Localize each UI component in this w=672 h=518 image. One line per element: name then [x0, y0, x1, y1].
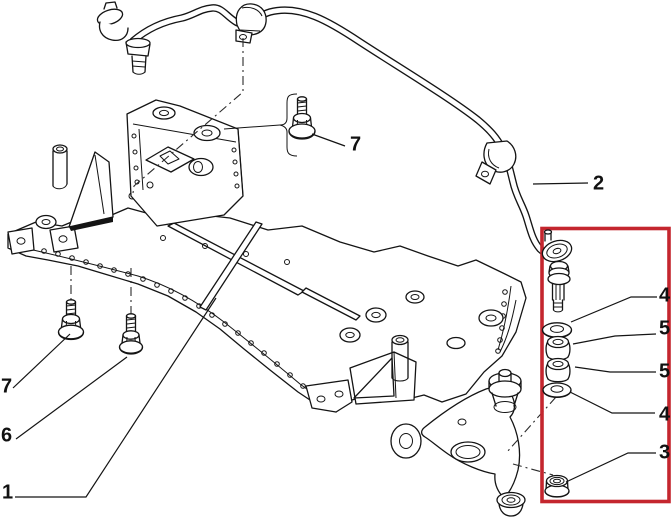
callout-label-bolt-clamp: 7: [350, 134, 361, 156]
arm-bushing-vertical: [488, 368, 522, 413]
stabilizer-clamp-left: [235, 3, 267, 44]
left-tabs: [7, 225, 79, 255]
callout-label-bolt-front: 6: [1, 425, 12, 447]
arm-bushing-front: [390, 423, 422, 459]
stabilizer-link-lower: [541, 229, 573, 313]
mount-post-right: [349, 334, 417, 405]
rib: [199, 221, 263, 311]
washer-upper: [541, 322, 573, 339]
crossmember-drawing: [7, 99, 527, 413]
rib: [301, 287, 361, 321]
callout-label-link-nut: 3: [659, 442, 670, 464]
bushing-upper: [545, 335, 571, 361]
grouping-brace: [223, 93, 298, 157]
callout-label-bushing-lower: 5: [659, 361, 670, 383]
control-arm-drawing: [390, 368, 526, 517]
foot-tab: [305, 379, 353, 413]
callout-label-washer-lower: 4: [659, 404, 671, 426]
callout-label-washer-upper: 4: [659, 285, 671, 307]
arm-ball-joint: [496, 491, 526, 517]
slab-bosses: [35, 214, 504, 350]
stabilizer-link-upper: [96, 1, 151, 75]
leader-lines: [12, 133, 657, 498]
callout-label-crossmember: 1: [2, 482, 13, 504]
right-flange-holes: [495, 289, 508, 354]
mount-post-left: [52, 144, 114, 231]
washer-lower: [542, 382, 572, 398]
callout-label-bushing-upper: 5: [659, 318, 670, 340]
flange-holes: [27, 245, 306, 389]
callout-label-bolt-rear: 7: [1, 376, 12, 398]
tower: [126, 99, 244, 227]
bolt-rear-drawing: [57, 299, 85, 341]
callout-label-stabilizer-bar: 2: [593, 173, 604, 195]
link-nut: [544, 474, 570, 498]
stabilizer-clamp-right: [475, 140, 517, 185]
bushing-lower: [545, 357, 571, 383]
highlight-box: [540, 226, 671, 504]
stabilizer-bar-drawing: [96, 1, 560, 258]
bolt-clamp-drawing: [288, 96, 316, 140]
callout-labels: 7 2 4 5 5 4 3 7 6 1: [1, 134, 671, 504]
bolt-front-drawing: [118, 313, 144, 355]
assembly-axis-lines: [70, 38, 557, 476]
